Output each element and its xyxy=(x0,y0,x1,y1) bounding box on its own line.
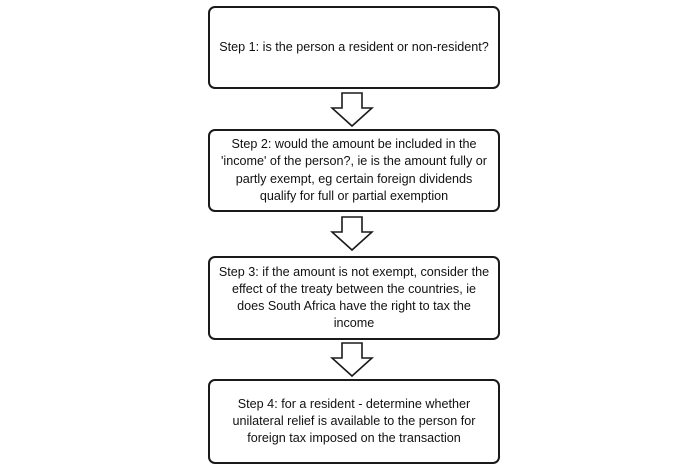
down-arrow-icon xyxy=(330,342,374,378)
down-arrow-icon xyxy=(330,216,374,252)
step-4-box: Step 4: for a resident - determine wheth… xyxy=(208,379,500,464)
step-3-label: Step 3: if the amount is not exempt, con… xyxy=(218,264,490,331)
step-1-box: Step 1: is the person a resident or non-… xyxy=(208,6,500,89)
step-3-box: Step 3: if the amount is not exempt, con… xyxy=(208,256,500,340)
step-2-box: Step 2: would the amount be included in … xyxy=(208,129,500,212)
step-4-label: Step 4: for a resident - determine wheth… xyxy=(232,396,476,446)
down-arrow-icon xyxy=(330,92,374,128)
step-2-label: Step 2: would the amount be included in … xyxy=(221,137,487,203)
step-1-label: Step 1: is the person a resident or non-… xyxy=(219,39,489,54)
